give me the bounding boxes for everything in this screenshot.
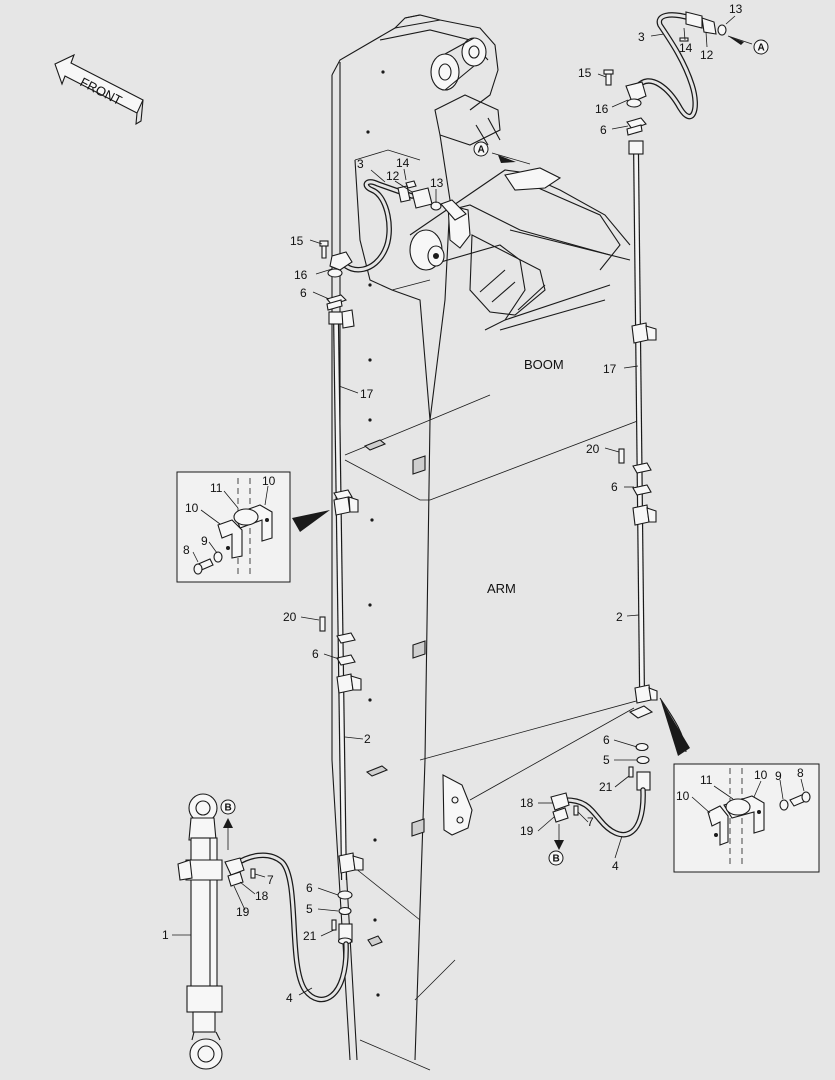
part-label-9-detail-right: 9	[775, 769, 782, 783]
clamp-detail-right	[659, 697, 820, 873]
part-label-10-detail-left-b: 10	[185, 501, 199, 515]
ref-a-mid: A	[473, 141, 531, 165]
ref-b-badge-left: B	[225, 803, 232, 814]
part-label-20-right: 20	[586, 442, 600, 456]
part-label-19-right: 19	[520, 824, 534, 838]
part-label-13-top-right: 13	[729, 2, 743, 16]
part-label-11-detail-right: 11	[700, 773, 713, 787]
part-label-18-left: 18	[255, 889, 269, 903]
left-pipe-assembly	[224, 179, 415, 1003]
part-label-4-left: 4	[286, 991, 293, 1005]
part-label-6-left-top: 6	[300, 286, 307, 300]
part-label-5-right: 5	[603, 753, 610, 767]
part-label-12-top-right: 12	[700, 48, 714, 62]
boom-label: BOOM	[524, 357, 564, 372]
part-label-10-detail-right-a: 10	[754, 768, 768, 782]
clamp-detail-left	[176, 471, 330, 583]
part-label-5-left: 5	[306, 902, 313, 916]
part-label-18-right: 18	[520, 796, 534, 810]
ref-a-top: A	[727, 35, 769, 55]
arm-label: ARM	[487, 581, 516, 596]
part-label-9-detail-left: 9	[201, 534, 208, 548]
ref-b-right: B	[548, 824, 564, 866]
part-label-16-right: 16	[595, 102, 609, 116]
part-label-14-left: 14	[396, 156, 410, 170]
part-label-11-detail-left: 11	[210, 481, 223, 495]
part-label-15-right: 15	[578, 66, 592, 80]
arm-structure: ARM	[331, 14, 641, 1071]
part-label-2-right: 2	[616, 610, 623, 624]
leader-lines	[172, 15, 805, 996]
part-label-1: 1	[162, 928, 169, 942]
part-label-13-left: 13	[430, 176, 444, 190]
part-label-3-left: 3	[357, 157, 364, 171]
part-label-2-left: 2	[364, 732, 371, 746]
ref-a-badge-mid: A	[478, 145, 485, 156]
part-label-4-right: 4	[612, 859, 619, 873]
part-labels: 3 14 12 13 15 16 6 3 14 12 13 15 16 6 17…	[162, 2, 804, 1005]
part-label-17-left: 17	[360, 387, 374, 401]
part-label-16-left: 16	[294, 268, 308, 282]
front-direction-arrow: FRONT	[54, 53, 144, 126]
part-label-8-detail-right: 8	[797, 766, 804, 780]
ref-b-badge-right: B	[553, 854, 560, 865]
part-label-14-top-right: 14	[679, 41, 693, 55]
part-label-8-detail-left: 8	[183, 543, 190, 557]
part-label-10-detail-right-b: 10	[676, 789, 690, 803]
part-label-21-left: 21	[303, 929, 317, 943]
part-label-6-right-low: 6	[603, 733, 610, 747]
ref-a-badge-top: A	[758, 43, 765, 54]
part-label-6-left-low: 6	[306, 881, 313, 895]
part-label-3-top-right: 3	[638, 30, 645, 44]
part-label-6-right-mid: 6	[611, 480, 618, 494]
part-label-12-left: 12	[386, 169, 400, 183]
part-label-7-left: 7	[267, 873, 274, 887]
boom-structure: BOOM	[409, 167, 631, 372]
part-label-17-right: 17	[603, 362, 617, 376]
part-label-20-left: 20	[283, 610, 297, 624]
part-label-7-right: 7	[587, 815, 594, 829]
part-label-21-right: 21	[599, 780, 613, 794]
part-label-15-left: 15	[290, 234, 304, 248]
right-pipe-assembly	[469, 11, 727, 838]
ref-b-left: B	[220, 799, 236, 850]
hydraulic-cylinder	[177, 793, 223, 1070]
part-label-6-left-mid: 6	[312, 647, 319, 661]
part-label-10-detail-left-a: 10	[262, 474, 276, 488]
part-label-19-left: 19	[236, 905, 250, 919]
part-label-6-right-top: 6	[600, 123, 607, 137]
